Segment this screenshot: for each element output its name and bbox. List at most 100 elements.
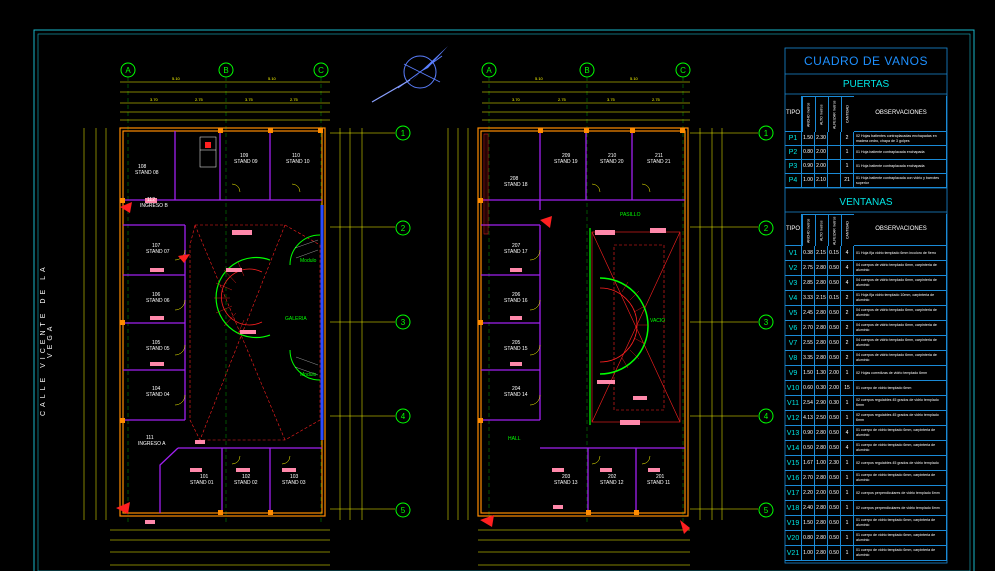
room-205-num: 205 <box>512 340 521 346</box>
ventana-cell-alf: 2.00 <box>828 366 841 381</box>
ventana-cell-ancho: 1.50 <box>802 366 815 381</box>
puerta-cell-alf <box>828 132 841 146</box>
axis-labels: A B C A B C 1 2 3 4 5 1 2 3 4 5 <box>125 66 768 515</box>
room-103-name: STAND 03 <box>282 480 306 486</box>
room-210-name: STAND 20 <box>600 159 624 165</box>
axis-c-2: C <box>680 66 686 75</box>
ventana-cell-alto: 2.80 <box>815 351 828 366</box>
room-103-num: 103 <box>290 474 299 480</box>
room-209-num: 209 <box>562 153 571 159</box>
ventana-cell-alf: 0.50 <box>828 351 841 366</box>
puerta-cell-alf <box>828 160 841 174</box>
puertas-header-row: TIPO ANCHO metros ALTO metros ALFEIZAR m… <box>785 96 947 132</box>
modulo-label-2: Modulo <box>300 372 317 378</box>
ventana-cell-obs: 02 cuerpos regulables 45 grados de vidri… <box>854 396 947 411</box>
ventana-cell-alto: 2.80 <box>815 441 828 456</box>
ventanas-header-obs: OBSERVACIONES <box>854 214 947 246</box>
ventana-cell-ancho: 2.55 <box>802 336 815 351</box>
ventanas-title: VENTANAS <box>839 197 893 208</box>
ventana-cell-obs: 04 cuerpos de vidrio templado 6mm, carpi… <box>854 351 947 366</box>
stair-icon-2 <box>599 277 649 375</box>
ventana-cell-cant: 2 <box>841 351 854 366</box>
room-211-name: STAND 21 <box>647 159 671 165</box>
puerta-cell-alto: 2.00 <box>815 146 828 160</box>
room-203-name: STAND 13 <box>554 480 578 486</box>
room-105-name: STAND 05 <box>146 346 170 352</box>
puerta-cell-obs: 02 Hojas batientes contraplacadas enchap… <box>854 132 947 146</box>
ventana-cell-cant: 1 <box>841 366 854 381</box>
ventana-cell-cant: 1 <box>841 456 854 471</box>
svg-text:5.10: 5.10 <box>268 76 277 81</box>
puerta-cell-alto: 2.10 <box>815 174 828 188</box>
ventana-cell-cant: 15 <box>841 381 854 396</box>
room-206-num: 206 <box>512 292 521 298</box>
room-209-name: STAND 19 <box>554 159 578 165</box>
ventana-cell-tipo: V4 <box>785 291 802 306</box>
ventana-cell-ancho: 1.67 <box>802 456 815 471</box>
ventana-cell-ancho: 0.50 <box>802 441 815 456</box>
ventana-cell-alto: 2.80 <box>815 261 828 276</box>
puerta-cell-alto: 2.30 <box>815 132 828 146</box>
ventana-cell-tipo: V19 <box>785 516 802 531</box>
ventana-cell-tipo: V1 <box>785 246 802 261</box>
stair-icon <box>214 256 271 339</box>
ventana-cell-alf: 0.50 <box>828 516 841 531</box>
puerta-cell-tipo: P2 <box>785 146 802 160</box>
ventana-cell-alf: 0.50 <box>828 546 841 561</box>
room-202-name: STAND 12 <box>600 480 624 486</box>
inner-frame <box>37 33 971 571</box>
ventana-cell-alto: 1.30 <box>815 366 828 381</box>
room-208-num: 208 <box>510 176 519 182</box>
ventana-cell-ancho: 1.00 <box>802 546 815 561</box>
ventana-cell-alf: 0.50 <box>828 261 841 276</box>
ventana-cell-ancho: 2.20 <box>802 486 815 501</box>
ventana-cell-alto: 2.80 <box>815 546 828 561</box>
svg-text:3.75: 3.75 <box>245 97 254 102</box>
ventana-cell-alf: 0.50 <box>828 471 841 486</box>
ventana-cell-obs: 02 cuerpos regulables 45 grados de vidri… <box>854 411 947 426</box>
axis-2-2: 2 <box>764 224 769 233</box>
svg-text:3.70: 3.70 <box>150 97 159 102</box>
ventana-cell-obs: 01 cuerpo de vidrio templado 6mm, carpin… <box>854 426 947 441</box>
axis-5-2: 5 <box>764 506 769 515</box>
ventana-cell-alto: 2.80 <box>815 471 828 486</box>
ventana-cell-tipo: V10 <box>785 381 802 396</box>
ventana-cell-obs: 02 cuerpos regulables 45 grados de vidri… <box>854 456 947 471</box>
ventana-cell-ancho: 2.70 <box>802 471 815 486</box>
puerta-cell-tipo: P3 <box>785 160 802 174</box>
ventana-cell-ancho: 0.38 <box>802 246 815 261</box>
ventana-cell-obs: 01 cuerpo de vidrio templado 6mm, carpin… <box>854 546 947 561</box>
axis-1-2: 1 <box>764 129 769 138</box>
ventana-cell-alf: 0.15 <box>828 291 841 306</box>
ventana-cell-alto: 2.15 <box>815 246 828 261</box>
puertas-header-obs: OBSERVACIONES <box>854 96 947 132</box>
ventana-cell-obs: 01 cuerpo de vidrio templado 6mm <box>854 381 947 396</box>
room-107-name: STAND 07 <box>146 249 170 255</box>
svg-text:5.10: 5.10 <box>172 76 181 81</box>
svg-text:5.10: 5.10 <box>630 76 639 81</box>
ventana-cell-cant: 1 <box>841 516 854 531</box>
ventana-cell-alto: 2.80 <box>815 306 828 321</box>
room-111-num: 111 <box>146 435 154 441</box>
ventana-cell-cant: 2 <box>841 336 854 351</box>
room-205-name: STAND 15 <box>504 346 528 352</box>
room-104-name: STAND 04 <box>146 392 170 398</box>
ventana-cell-cant: 1 <box>841 486 854 501</box>
svg-text:2.75: 2.75 <box>195 97 204 102</box>
axis-b-2: B <box>584 66 589 75</box>
room-109-name: STAND 09 <box>234 159 258 165</box>
puertas-header-alfeizar: ALFEIZAR metros <box>828 96 841 132</box>
schedule-title: CUADRO DE VANOS <box>804 54 928 68</box>
ventana-cell-tipo: V8 <box>785 351 802 366</box>
ventana-cell-cant: 2 <box>841 321 854 336</box>
ventana-cell-cant: 1 <box>841 546 854 561</box>
plan2-room-labels: 208 STAND 18 209 STAND 19 210 STAND 20 2… <box>504 153 671 486</box>
ventana-cell-ancho: 2.40 <box>802 501 815 516</box>
